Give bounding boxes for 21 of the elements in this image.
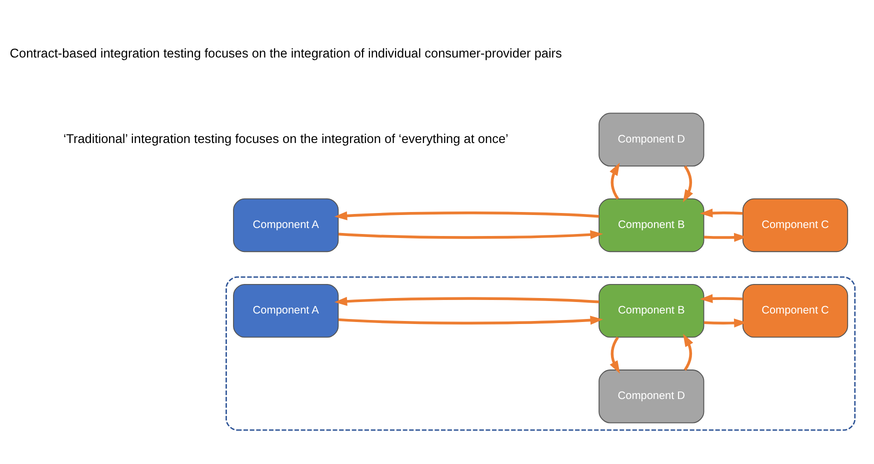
- arrow: [610, 336, 620, 374]
- node-box: Component C: [742, 283, 848, 338]
- node-box: Component B: [598, 283, 704, 338]
- node-box: Component A: [233, 198, 339, 252]
- arrow: [610, 162, 620, 200]
- arrow: [334, 210, 600, 220]
- arrow: [334, 296, 600, 306]
- node-box: Component A: [233, 283, 339, 338]
- node-box: Component C: [742, 198, 848, 252]
- node-box: Component D: [598, 369, 704, 423]
- arrow: [338, 230, 604, 239]
- arrow: [700, 208, 743, 217]
- arrow: [700, 294, 743, 303]
- arrow: [338, 315, 604, 324]
- arrow: [682, 164, 694, 202]
- node-box: Component D: [598, 112, 704, 166]
- node-box: Component B: [598, 198, 704, 252]
- cluster: [226, 276, 856, 430]
- arrow: [683, 333, 694, 370]
- label: ‘Traditional’ integration testing focuses on the integration of ‘everything at once’: [63, 130, 508, 146]
- label: Contract-based integration testing focuses on the integration of individual consumer-provider pairs: [10, 44, 562, 60]
